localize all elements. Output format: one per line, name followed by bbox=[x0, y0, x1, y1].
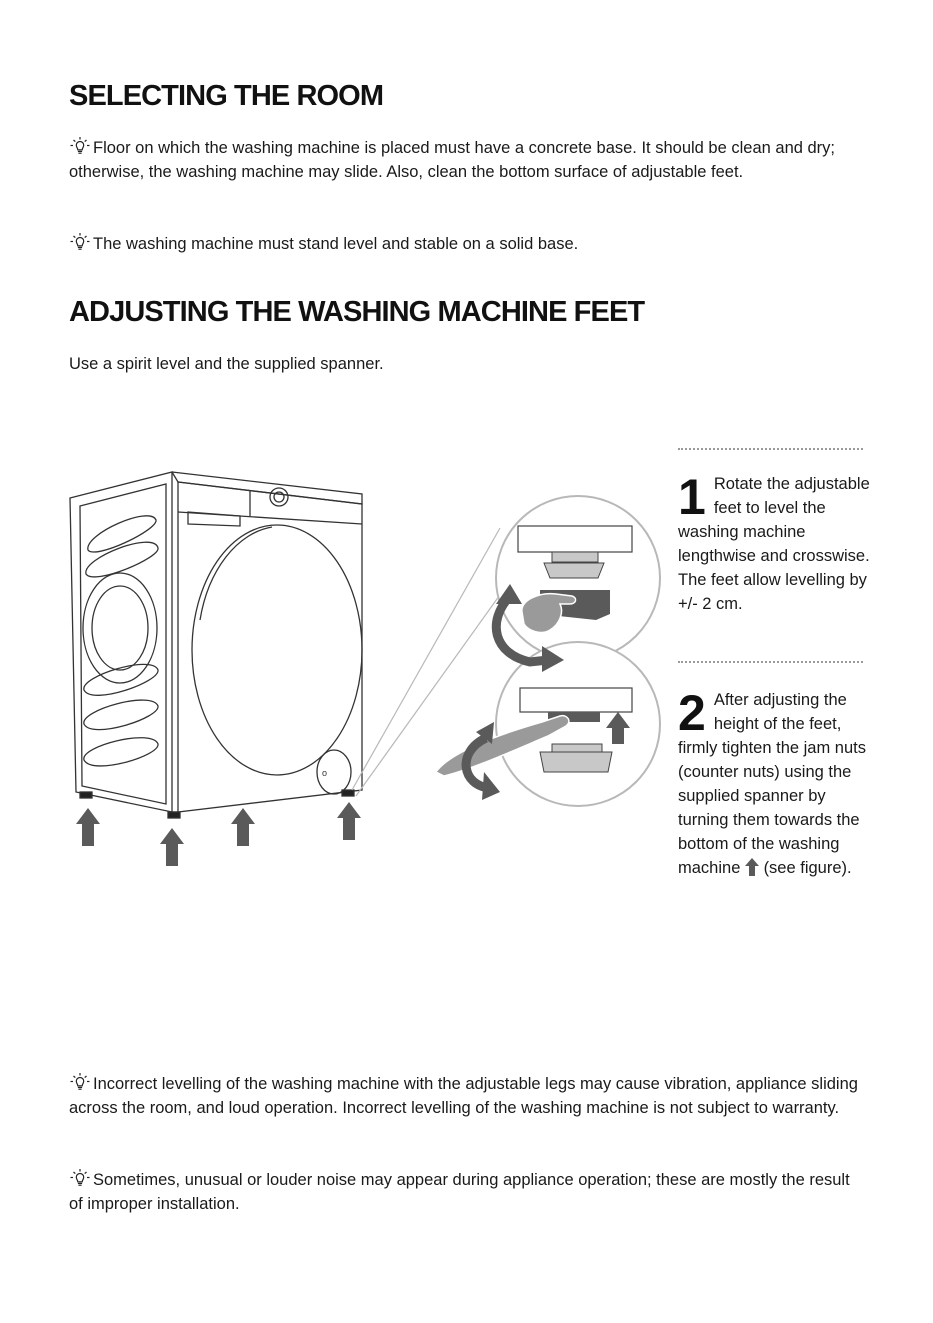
note-unusual-noise-text: Sometimes, unusual or louder noise may a… bbox=[69, 1171, 850, 1213]
step-2-text-end: (see figure). bbox=[763, 859, 852, 877]
lightbulb-icon bbox=[69, 1073, 91, 1091]
rotate-arrow-icon bbox=[461, 733, 491, 793]
step-2-number: 2 bbox=[678, 685, 706, 741]
detail-connector-lines bbox=[351, 527, 513, 797]
room-tip-concrete-base: Floor on which the washing machine is pl… bbox=[69, 136, 849, 184]
step-2-text: After adjusting the height of the feet, … bbox=[678, 691, 866, 877]
up-arrow-icon bbox=[76, 802, 361, 866]
step-1-text: Rotate the adjustable feet to level the … bbox=[678, 475, 870, 613]
note-incorrect-levelling-text: Incorrect levelling of the washing machi… bbox=[69, 1075, 858, 1117]
washing-machine-drawing: o bbox=[69, 471, 363, 819]
rotate-arrow-icon bbox=[491, 592, 549, 667]
step-divider bbox=[678, 448, 863, 450]
step-1-number: 1 bbox=[678, 469, 706, 525]
up-arrow-icon bbox=[606, 712, 630, 744]
svg-text:o: o bbox=[322, 768, 327, 778]
foot-rotation-detail bbox=[491, 525, 633, 672]
note-unusual-noise: Sometimes, unusual or louder noise may a… bbox=[69, 1168, 859, 1216]
lightbulb-icon bbox=[69, 1169, 91, 1187]
room-tip-1-text: Floor on which the washing machine is pl… bbox=[69, 139, 836, 181]
step-divider bbox=[678, 661, 863, 663]
hand-icon bbox=[521, 592, 577, 634]
room-tip-2-text: The washing machine must stand level and… bbox=[93, 235, 579, 253]
section-heading-adjusting-feet: ADJUSTING THE WASHING MACHINE FEET bbox=[69, 296, 645, 328]
up-arrow-icon bbox=[744, 858, 759, 876]
note-incorrect-levelling: Incorrect levelling of the washing machi… bbox=[69, 1072, 859, 1120]
section-heading-selecting-room: SELECTING THE ROOM bbox=[69, 80, 384, 112]
jam-nut-tightening-detail bbox=[434, 687, 633, 800]
feet-intro: Use a spirit level and the supplied span… bbox=[69, 355, 384, 373]
washing-machine-feet-illustration: o bbox=[69, 471, 661, 866]
room-tip-level-stable: The washing machine must stand level and… bbox=[69, 232, 849, 256]
